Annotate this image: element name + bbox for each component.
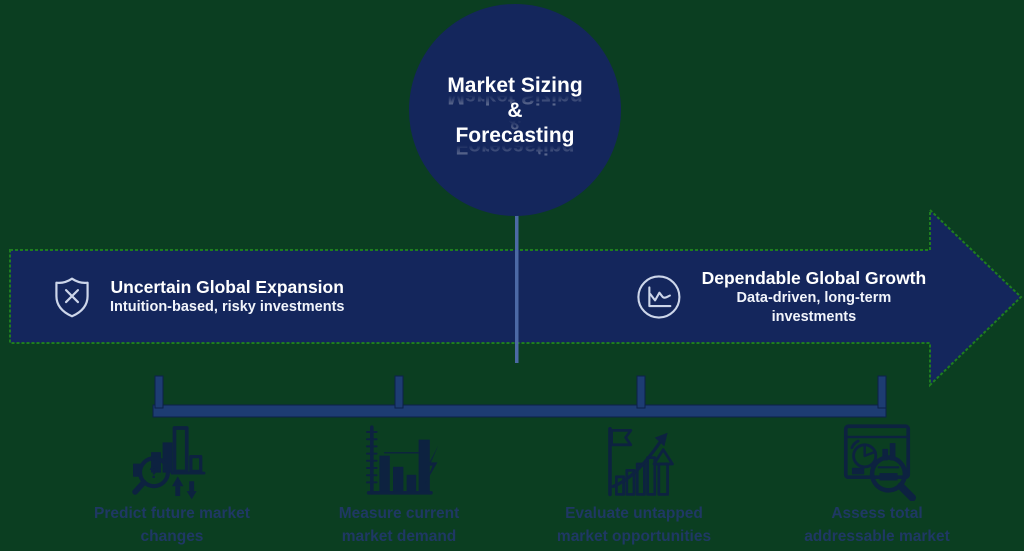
svg-text:?: ? [149,464,159,482]
banner-right-text: Dependable Global Growth Data-driven, lo… [698,267,930,327]
item-measure-current-demand: Measure current market demand [279,423,519,547]
item-assess-addressable-market: Assess total addressable market [757,423,997,547]
vertical-connector-line [515,212,519,363]
item-predict-future-market: ? Predict future market changes [52,423,292,547]
trend-line-circle-icon [637,274,681,319]
flag-growth-bars-icon [608,427,674,497]
item-label: Assess total [831,505,923,522]
item-label: Measure current [338,505,460,522]
magnifier-question-bars-icon: ? [132,426,206,500]
banner-left-text: Uncertain Global Expansion Intuition-bas… [110,276,344,317]
item-evaluate-opportunities: Evaluate untapped market opportunities [514,423,754,547]
item-label: addressable market [804,528,950,545]
item-label: market demand [341,528,457,545]
item-label: Predict future market [94,505,250,522]
bracket [152,375,887,418]
item-label: changes [140,528,204,545]
report-magnifier-icon [843,424,916,501]
banner-right-subtitle: Data-driven, long-term investments [736,289,892,325]
shield-x-icon [55,277,89,317]
item-label: Evaluate untapped [565,505,703,522]
title-circle: Market Sizing & Forecasting [409,4,621,216]
banner-right-section: Dependable Global Growth Data-driven, lo… [636,250,930,343]
banner-left-section: Uncertain Global Expansion Intuition-bas… [50,250,344,343]
banner-right-title: Dependable Global Growth [701,267,927,288]
title-line-1: Market Sizing [447,73,583,97]
title-line-3: Forecasting [455,123,575,147]
bar-chart-lightning-icon [366,425,439,495]
item-label: market opportunities [556,528,712,545]
arrow-banner-content: Uncertain Global Expansion Intuition-bas… [0,250,930,343]
banner-left-subtitle: Intuition-based, risky investments [110,299,345,315]
title-line-2: & [507,98,523,122]
banner-left-title: Uncertain Global Expansion [110,277,344,297]
